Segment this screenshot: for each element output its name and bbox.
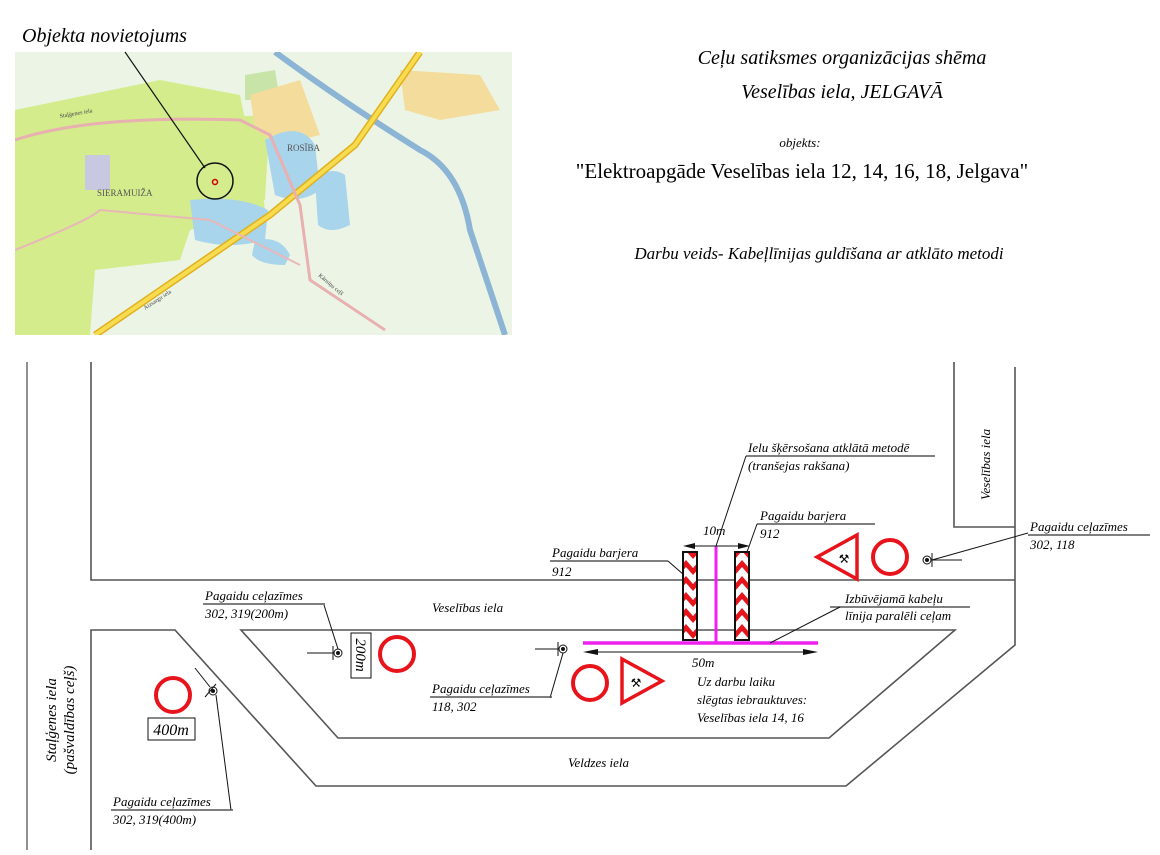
svg-text:Pagaidu barjera: Pagaidu barjera: [551, 545, 639, 560]
svg-text:Izbūvējamā kabeļu: Izbūvējamā kabeļu: [844, 591, 943, 606]
svg-text:400m: 400m: [153, 722, 189, 739]
annotation-barrier-right: Pagaidu barjera 912: [746, 508, 875, 553]
sign-roadworks-right: ⚒: [813, 532, 859, 582]
road-network: [26, 362, 1016, 850]
roadworks-icon: ⚒: [631, 676, 642, 690]
annotation-barrier-left: Pagaidu barjera 912: [550, 545, 685, 579]
plate-200m: 200m: [350, 632, 372, 679]
annotation-signs-400: Pagaidu ceļazīmes 302, 319(400m): [111, 794, 233, 827]
street-veselibas-side: Veselības iela: [978, 428, 993, 500]
object-marker-icon: [211, 178, 219, 186]
roadworks-icon: ⚒: [839, 552, 850, 566]
object-location-circle: [196, 162, 234, 200]
annotation-signs-mid: Pagaidu ceļazīmes 118, 302: [430, 681, 552, 714]
street-veselibas-main: Veselības iela: [432, 600, 504, 615]
annotation-signs-right: Pagaidu ceļazīmes 302, 118: [1028, 519, 1150, 552]
work-type: Darbu veids- Kabeļlīnijas guldīšana ar a…: [633, 244, 1004, 263]
barrier-right: [734, 551, 750, 641]
main-road: [93, 52, 422, 335]
svg-text:Pagaidu ceļazīmes: Pagaidu ceļazīmes: [431, 681, 530, 696]
dimension-50m-label: 50m: [692, 655, 714, 670]
svg-text:912: 912: [760, 526, 780, 541]
dimension-50m: 50m: [583, 649, 818, 670]
title-line1: Ceļu satiksmes organizācijas shēma: [698, 47, 987, 69]
svg-text:302, 319(400m): 302, 319(400m): [112, 812, 196, 827]
svg-text:Pagaidu ceļazīmes: Pagaidu ceļazīmes: [204, 588, 303, 603]
river: [273, 52, 508, 335]
annotation-crossing: Ielu šķērsošana atklātā metodē (tranšeja…: [715, 440, 935, 547]
object-name: "Elektroapgāde Veselības iela 12, 14, 16…: [576, 159, 1028, 183]
location-map: SIERAMUIŽA ROSĪBA Aizsargu iela Staļģene…: [15, 51, 512, 335]
street-veldzes: Veldzes iela: [568, 755, 630, 770]
svg-text:Pagaidu ceļazīmes: Pagaidu ceļazīmes: [112, 794, 211, 809]
sign-post-right: [922, 532, 1029, 567]
svg-text:912: 912: [552, 564, 572, 579]
object-label: objekts:: [779, 135, 820, 150]
location-leader: [124, 51, 206, 169]
annotation-signs-200: Pagaidu ceļazīmes 302, 319(200m): [203, 588, 325, 621]
street-stalgenes-note: (pašvaldības ceļš): [62, 666, 78, 775]
sign-no-entry-right: [871, 538, 909, 576]
sign-post-mid: [535, 642, 568, 699]
svg-text:200m: 200m: [352, 638, 368, 672]
map-label-rosiba: ROSĪBA: [287, 143, 321, 153]
sign-no-entry-400: [154, 676, 192, 714]
svg-text:302, 319(200m): 302, 319(200m): [204, 606, 288, 621]
map-label-sieramuiza: SIERAMUIŽA: [97, 188, 153, 198]
dimension-10m-label: 10m: [703, 523, 725, 538]
svg-text:slēgtas iebrauktuves:: slēgtas iebrauktuves:: [697, 692, 807, 707]
annotation-cable: Izbūvējamā kabeļu līnija paralēli ceļam: [769, 591, 970, 644]
sign-no-entry-200: [378, 635, 416, 673]
barrier-left: [682, 551, 698, 641]
svg-text:(tranšejas rakšana): (tranšejas rakšana): [748, 458, 849, 473]
built-area: [250, 80, 320, 145]
svg-text:Pagaidu ceļazīmes: Pagaidu ceļazīmes: [1029, 519, 1128, 534]
svg-text:118, 302: 118, 302: [432, 699, 477, 714]
location-label: Objekta novietojums: [22, 25, 187, 47]
sign-post-200: [307, 604, 343, 660]
svg-text:līnija paralēli ceļam: līnija paralēli ceļam: [845, 608, 951, 623]
sign-post-400: [194, 667, 232, 811]
plate-400m: 400m: [147, 717, 196, 741]
title-line2: Veselības iela, JELGAVĀ: [741, 81, 944, 103]
sign-roadworks-mid: ⚒: [620, 656, 666, 706]
svg-text:Uz darbu laiku: Uz darbu laiku: [697, 674, 776, 689]
svg-text:302, 118: 302, 118: [1029, 537, 1075, 552]
sign-no-entry-mid: [571, 664, 609, 702]
svg-text:Ielu šķērsošana atklātā metodē: Ielu šķērsošana atklātā metodē: [747, 440, 910, 455]
street-stalgenes: Staļģenes iela: [44, 678, 60, 762]
svg-text:Pagaidu barjera: Pagaidu barjera: [759, 508, 847, 523]
annotation-closure: Uz darbu laiku slēgtas iebrauktuves: Ves…: [697, 674, 807, 725]
svg-text:Veselības iela 14, 16: Veselības iela 14, 16: [697, 710, 804, 725]
